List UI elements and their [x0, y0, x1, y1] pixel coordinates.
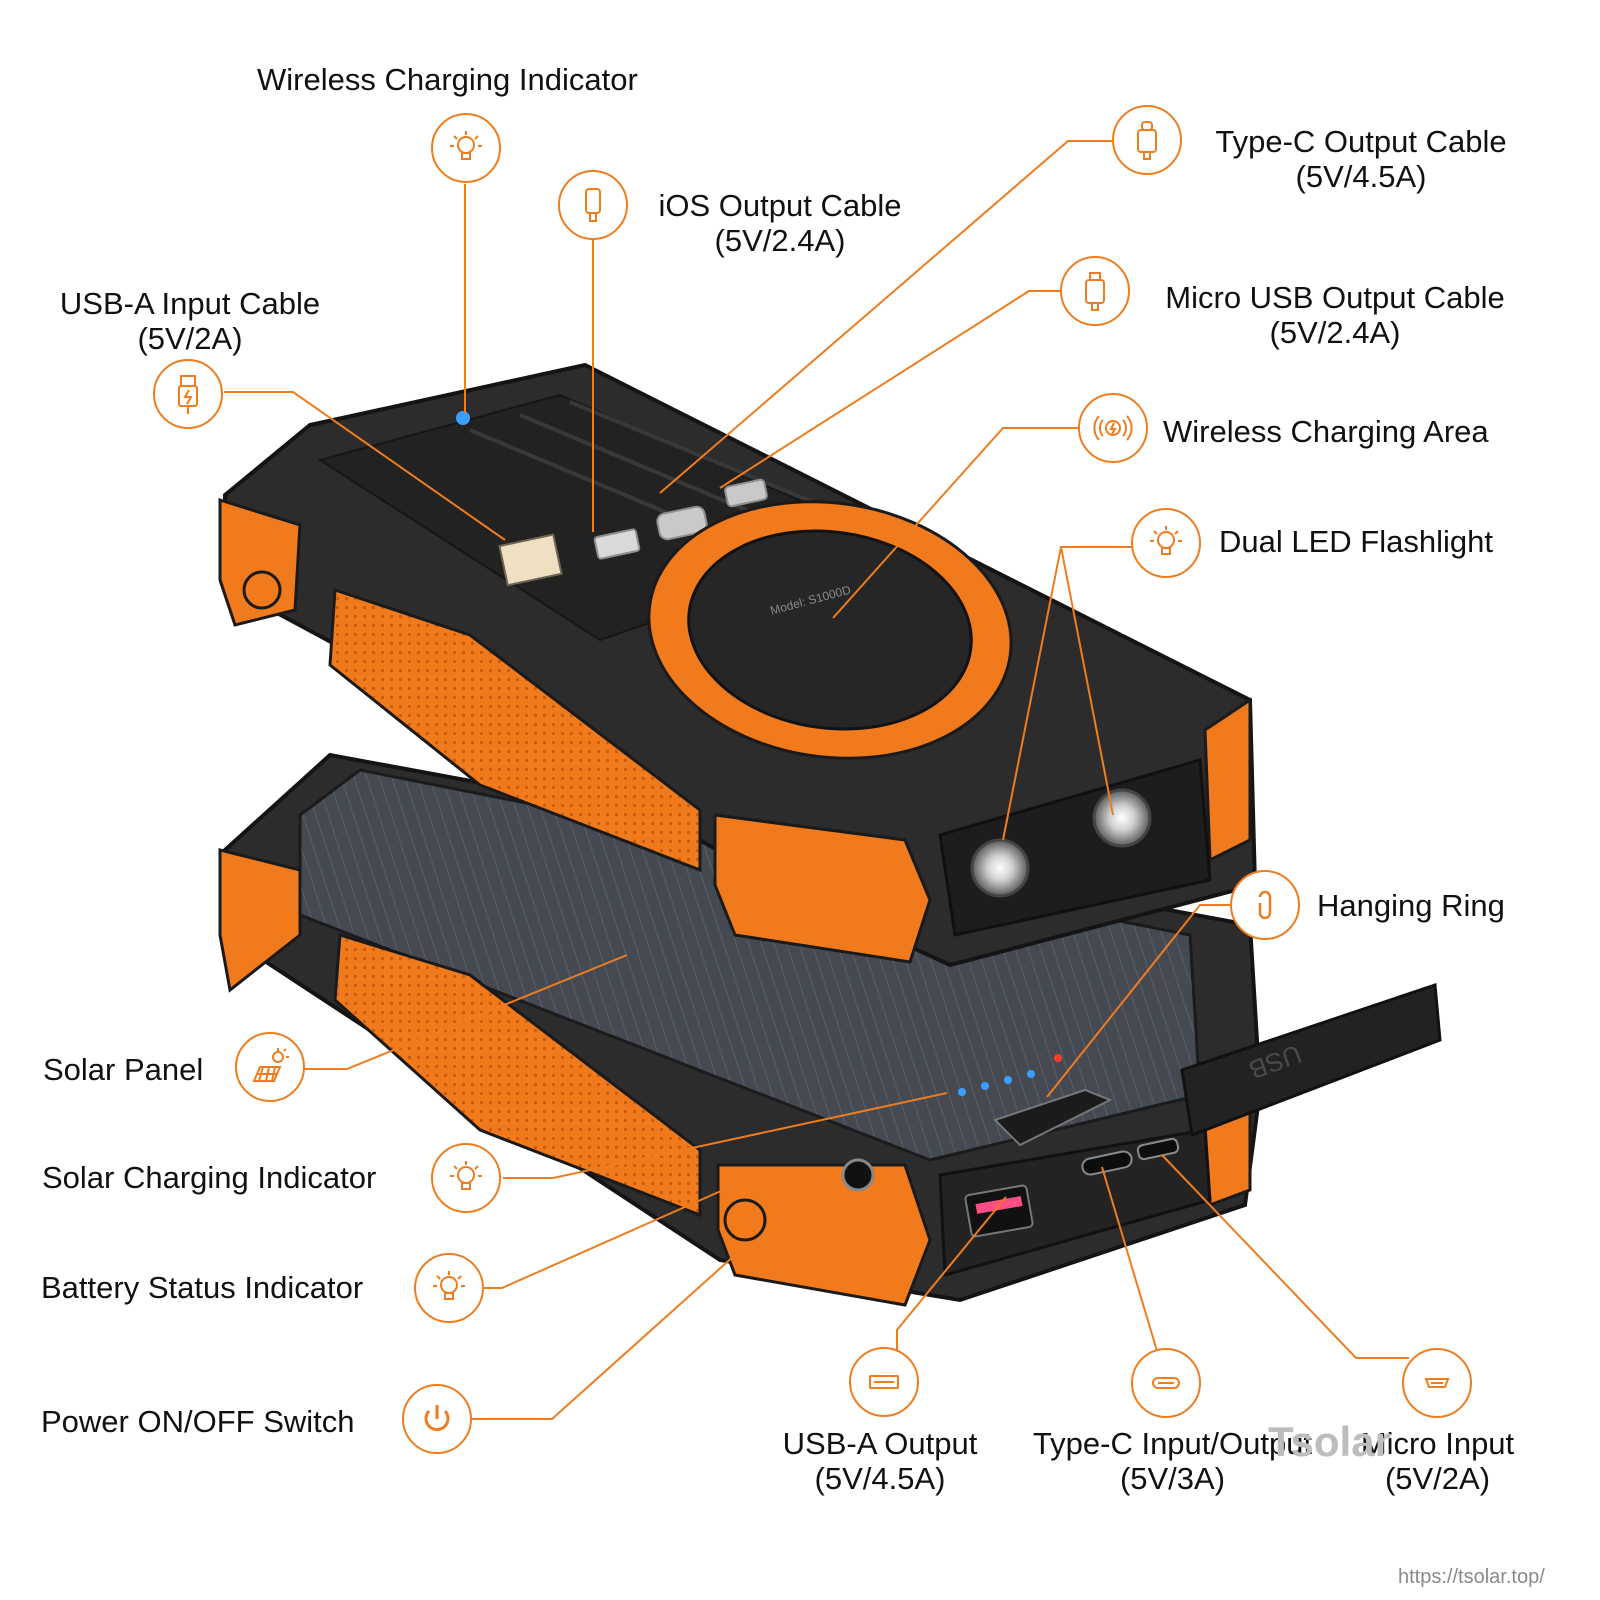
label-power-switch: Power ON/OFF Switch	[41, 1404, 355, 1439]
label-wireless-area: Wireless Charging Area	[1163, 414, 1489, 449]
micro-port-icon	[1402, 1348, 1472, 1418]
bulb-icon-solar	[431, 1143, 501, 1213]
led-right	[1092, 788, 1152, 848]
led-left	[970, 838, 1030, 898]
label-ios-cable-line2: (5V/2.4A)	[714, 223, 846, 258]
bulb-icon-wireless	[431, 113, 501, 183]
label-solar-panel: Solar Panel	[43, 1052, 204, 1087]
ios-connector	[593, 528, 641, 560]
label-micro-input-line1: Micro Input	[1360, 1426, 1515, 1461]
label-micro-input-line2: (5V/2A)	[1384, 1461, 1491, 1496]
label-micro-cable-line1: Micro USB Output Cable	[1165, 280, 1505, 315]
label-micro-cable-line2: (5V/2.4A)	[1269, 315, 1401, 350]
type-c-cable-icon	[1112, 105, 1182, 175]
usb-a-port-icon	[849, 1347, 919, 1417]
source-url: https://tsolar.top/	[1398, 1566, 1545, 1588]
label-ios-cable: iOS Output Cable (5V/2.4A)	[640, 188, 920, 258]
label-solar-indicator: Solar Charging Indicator	[42, 1160, 377, 1195]
upper-power-bank: Model: S1000D	[218, 362, 1258, 968]
label-hanging-ring: Hanging Ring	[1317, 888, 1505, 923]
micro-connector	[724, 478, 768, 508]
label-usba-output: USB-A Output (5V/4.5A)	[770, 1426, 990, 1496]
label-typec-io-line2: (5V/3A)	[1119, 1461, 1226, 1496]
label-usba-output-line1: USB-A Output	[782, 1426, 978, 1461]
power-button	[723, 1198, 767, 1242]
label-micro-input: Micro Input (5V/2A)	[1350, 1426, 1525, 1496]
micro-port	[1136, 1137, 1180, 1161]
label-usba-output-line2: (5V/4.5A)	[814, 1461, 946, 1496]
lightning-cable-icon	[558, 170, 628, 240]
label-typec-io: Type-C Input/Output (5V/3A)	[1015, 1426, 1330, 1496]
type-c-port	[1081, 1150, 1133, 1176]
hanging-ring-icon	[1230, 870, 1300, 940]
wireless-charging-icon	[1078, 393, 1148, 463]
brand-watermark: Tsolar	[1268, 1418, 1391, 1465]
label-micro-cable: Micro USB Output Cable (5V/2.4A)	[1145, 280, 1525, 350]
leader-lines	[224, 140, 1409, 1420]
label-typec-io-line1: Type-C Input/Output	[1032, 1426, 1313, 1461]
label-typec-cable-line1: Type-C Output Cable	[1215, 124, 1507, 159]
type-c-port-icon	[1131, 1348, 1201, 1418]
label-usba-input: USB-A Input Cable (5V/2A)	[40, 286, 340, 356]
hanging-ring-tab	[993, 1088, 1113, 1147]
micro-usb-cable-icon	[1060, 256, 1130, 326]
label-typec-cable: Type-C Output Cable (5V/4.5A)	[1196, 124, 1526, 194]
label-ios-cable-line1: iOS Output Cable	[658, 188, 902, 223]
label-typec-cable-line2: (5V/4.5A)	[1295, 159, 1427, 194]
label-usba-input-line1: USB-A Input Cable	[59, 286, 321, 321]
label-battery-indicator: Battery Status Indicator	[41, 1270, 364, 1305]
label-wireless-indicator: Wireless Charging Indicator	[257, 62, 638, 97]
flashlight-bulb-icon	[1131, 508, 1201, 578]
usb-a-input-connector	[498, 533, 563, 587]
solar-panel-icon	[235, 1032, 305, 1102]
usb-a-cable-icon	[153, 359, 223, 429]
label-usba-input-line2: (5V/2A)	[137, 321, 243, 356]
power-icon	[402, 1384, 472, 1454]
port-cover	[1180, 982, 1442, 1138]
status-leds	[958, 1054, 1062, 1096]
bulb-icon-battery	[414, 1253, 484, 1323]
label-flashlight: Dual LED Flashlight	[1219, 524, 1493, 559]
type-c-connector	[656, 505, 708, 541]
wireless-indicator-led	[456, 411, 470, 425]
